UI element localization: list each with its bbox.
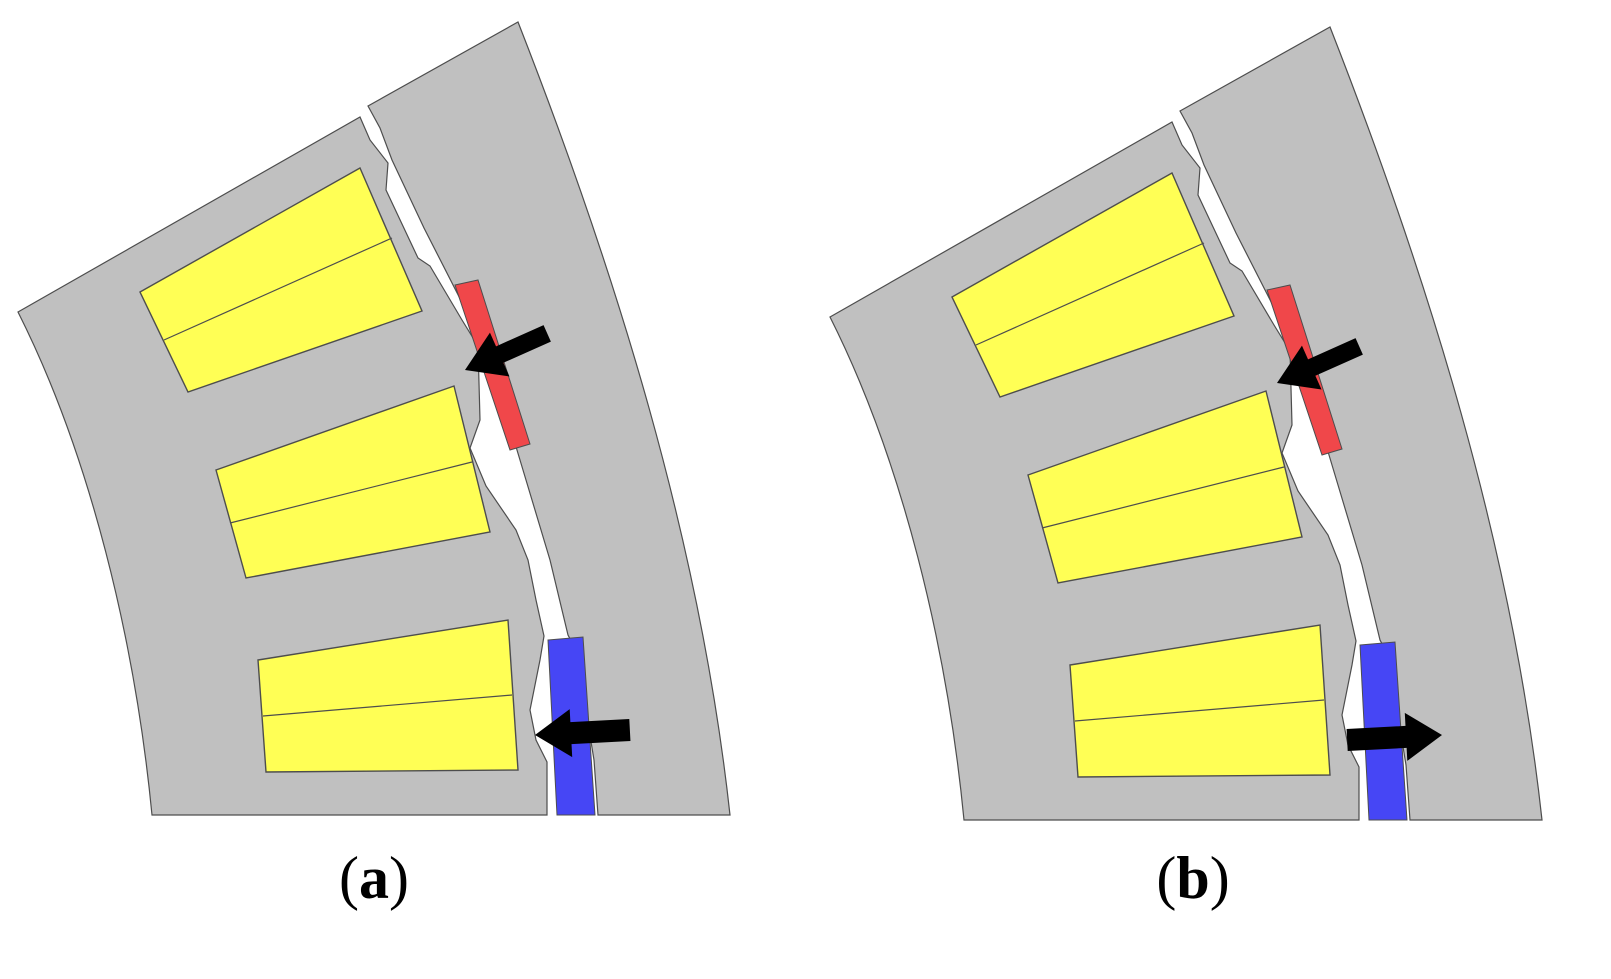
panel-label-a: (a) [339,845,409,911]
panel-label-a-text: a [359,845,389,911]
panel-b [829,26,1543,821]
panel-a [17,21,731,816]
panel-label-b: (b) [1156,845,1230,911]
arrow-icon [535,709,631,758]
arrow-icon [1346,712,1442,761]
arrow-icon [465,325,551,377]
panel-label-b-text: b [1176,845,1210,911]
arrow-icon [1277,338,1363,390]
